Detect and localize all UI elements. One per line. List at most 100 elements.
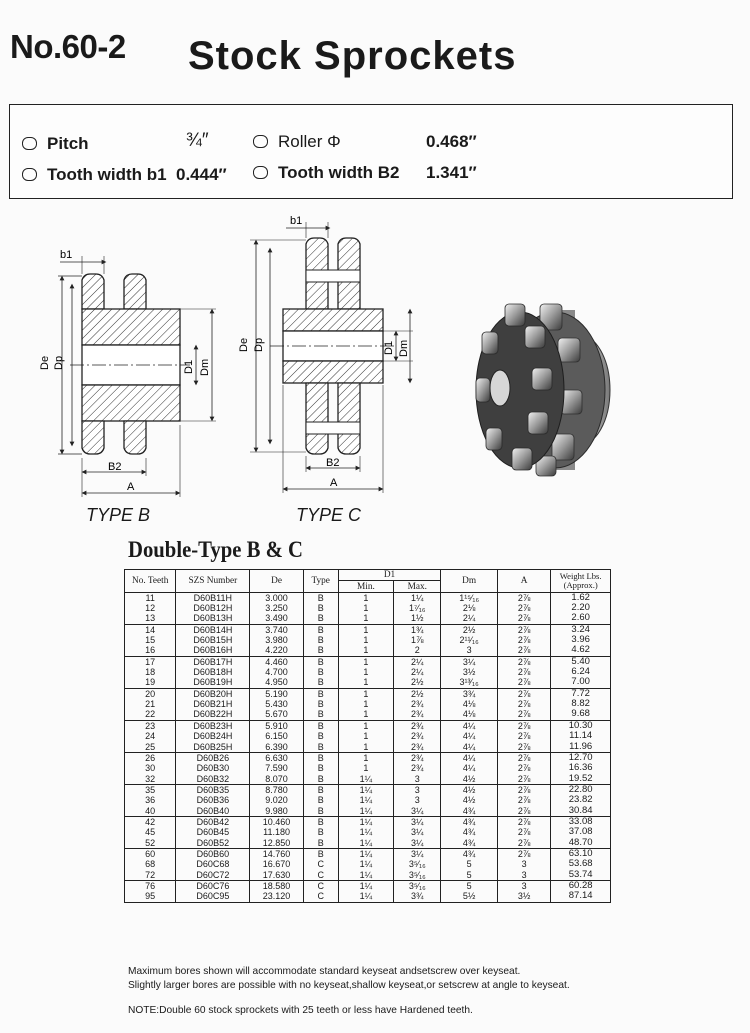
dim-de-label-b: De <box>39 356 51 370</box>
cell-weight: 10.30 <box>550 719 611 732</box>
circle-bullet-icon <box>253 135 268 148</box>
cell-de: 5.670 <box>249 709 304 721</box>
cell-dm: 5 <box>440 879 498 892</box>
spec-b2-value: 1.341″ <box>426 163 477 182</box>
cell-dm: 1¹⁵⁄₁₆ <box>440 592 498 604</box>
cell-dm: 4½ <box>440 783 498 796</box>
cell-d1-max: 2½ <box>393 687 442 700</box>
cell-de: 6.150 <box>249 731 304 742</box>
cell-teeth: 36 <box>123 795 177 806</box>
cell-teeth: 23 <box>123 719 177 732</box>
cell-dm: 4⅛ <box>440 709 498 721</box>
cell-de: 6.390 <box>249 741 304 753</box>
cell-a: 2⅞ <box>496 847 552 860</box>
cell-teeth: 76 <box>123 879 177 892</box>
cell-d1-min: 1 <box>337 763 395 774</box>
cell-dm: 4¾ <box>440 847 498 860</box>
cell-weight: 11.14 <box>550 730 611 742</box>
cell-dm: 4¼ <box>440 751 498 764</box>
cell-d1-max: 3 <box>393 783 442 796</box>
cell-type: B <box>302 751 339 764</box>
cell-weight: 9.68 <box>550 709 611 721</box>
cell-d1-min: 1 <box>337 709 395 721</box>
cell-a: 2⅞ <box>496 837 552 849</box>
cell-dm: 5½ <box>440 891 498 903</box>
cell-d1-max: 3¼ <box>393 815 442 828</box>
cell-type: C <box>302 859 339 870</box>
cell-type: B <box>302 677 339 689</box>
cell-d1-max: 1¼ <box>393 592 442 604</box>
cell-teeth: 35 <box>123 783 177 796</box>
spec-roller-label: Roller Φ <box>278 132 341 151</box>
cell-dm: 2¹¹⁄₁₆ <box>440 635 498 646</box>
cell-weight: 23.82 <box>550 794 611 806</box>
cell-teeth: 16 <box>123 645 177 657</box>
cell-type: B <box>302 699 339 710</box>
cell-a: 2⅞ <box>496 827 552 838</box>
cell-d1-min: 1¼ <box>337 891 395 903</box>
spec-b1: Tooth width b1 <box>22 165 167 185</box>
spec-b2-label: Tooth width B2 <box>278 163 400 182</box>
cell-weight: 22.80 <box>550 783 611 796</box>
cell-type: B <box>302 847 339 860</box>
cell-dm: 5 <box>440 859 498 870</box>
cell-d1-max: 3¼ <box>393 837 442 849</box>
spec-pitch-value: ¾″ <box>186 130 209 151</box>
spec-pitch-label: Pitch <box>47 134 89 153</box>
cell-d1-min: 1 <box>337 677 395 689</box>
cell-teeth: 52 <box>123 837 177 849</box>
cell-szs: D60B12H <box>175 603 251 614</box>
cell-weight: 63.10 <box>550 847 611 860</box>
cell-d1-max: 2¾ <box>393 763 442 774</box>
cell-type: C <box>302 879 339 892</box>
cell-de: 3.000 <box>249 592 304 604</box>
cell-dm: 3¹³⁄₁₆ <box>440 677 498 689</box>
cell-a: 2⅞ <box>496 592 552 604</box>
dim-de-label-c: De <box>238 338 250 352</box>
cell-de: 11.180 <box>249 827 304 838</box>
spec-box: Pitch ¾″ Roller Φ 0.468″ Tooth width b1 … <box>9 104 733 199</box>
cell-a: 2⅞ <box>496 667 552 678</box>
cell-szs: D60B52 <box>175 837 251 849</box>
cell-szs: D60C95 <box>175 891 251 903</box>
cell-de: 8.780 <box>249 783 304 796</box>
cell-weight: 53.74 <box>550 869 611 881</box>
cell-type: B <box>302 667 339 678</box>
cell-a: 2⅞ <box>496 763 552 774</box>
dim-dp-label-b: Dp <box>53 356 65 370</box>
cell-dm: 3¼ <box>440 655 498 668</box>
cell-de: 12.850 <box>249 837 304 849</box>
cell-teeth: 30 <box>123 763 177 774</box>
cell-weight: 87.14 <box>550 891 611 903</box>
cell-type: B <box>302 719 339 732</box>
cell-d1-max: 2¼ <box>393 655 442 668</box>
cell-type: B <box>302 815 339 828</box>
cell-d1-max: 2¾ <box>393 709 442 721</box>
col-header-d1-min: Min. <box>337 580 395 593</box>
cell-teeth: 60 <box>123 847 177 860</box>
col-header-weight: Weight Lbs. (Approx.) <box>550 569 611 593</box>
cell-weight: 3.96 <box>550 634 611 646</box>
cell-d1-min: 1 <box>337 635 395 646</box>
cell-type: B <box>302 837 339 849</box>
cell-de: 10.460 <box>249 815 304 828</box>
spec-roller-value: 0.468″ <box>426 132 477 151</box>
cell-dm: 4¾ <box>440 815 498 828</box>
type-c-drawing: De Dp D1 Dm b1 B2 A <box>238 215 413 493</box>
cell-szs: D60B17H <box>175 655 251 668</box>
cell-d1-min: 1 <box>337 719 395 732</box>
cell-a: 2⅞ <box>496 751 552 764</box>
cell-d1-max: 1½ <box>393 613 442 625</box>
cell-szs: D60B14H <box>175 623 251 636</box>
cell-dm: 4¼ <box>440 731 498 742</box>
cell-szs: D60C68 <box>175 859 251 870</box>
col-header-a: A <box>496 569 552 593</box>
cell-d1-max: 2¾ <box>393 751 442 764</box>
